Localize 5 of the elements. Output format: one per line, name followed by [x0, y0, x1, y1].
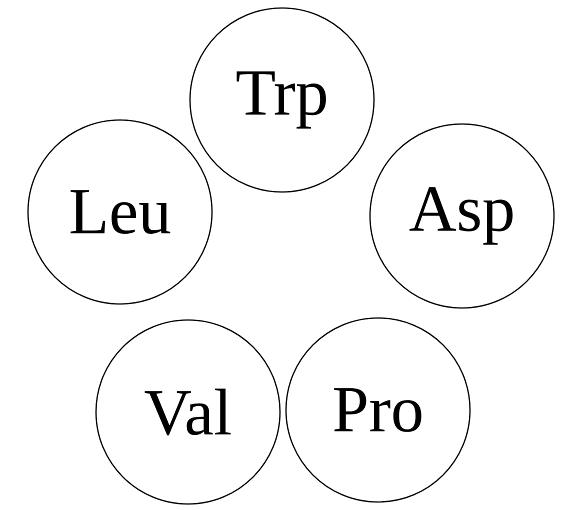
circle-node: Pro [285, 317, 471, 503]
circle-node: Asp [369, 123, 555, 309]
circle-node: Trp [189, 7, 375, 193]
circle-node: Leu [27, 119, 213, 305]
circle-node: Val [95, 319, 281, 505]
